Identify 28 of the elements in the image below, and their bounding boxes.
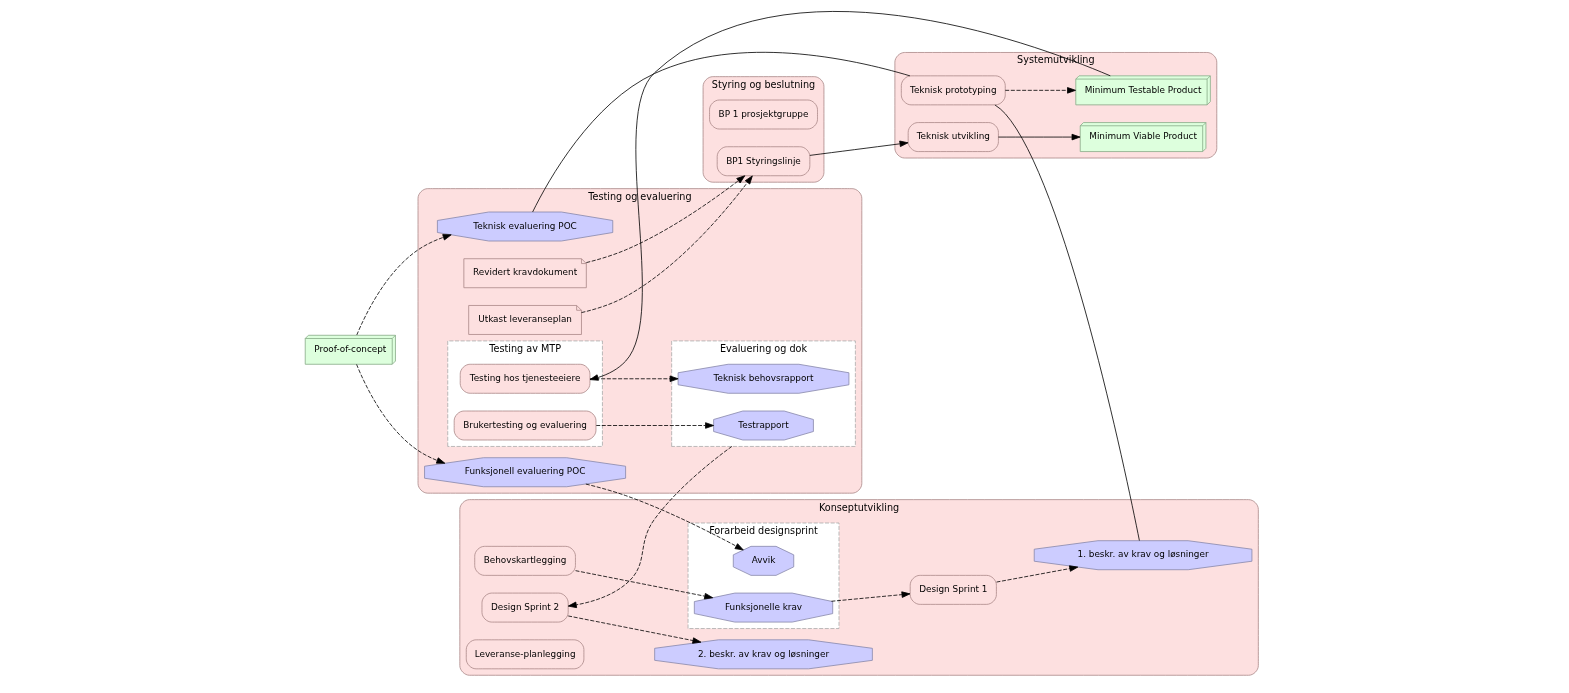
node-box: Behovskartlegging <box>473 545 576 576</box>
node-box: Design Sprint 2 <box>481 592 569 623</box>
node-box: Teknisk prototyping <box>900 75 1006 106</box>
node-box: Leveranse-planlegging <box>465 639 584 670</box>
connector <box>994 104 1140 541</box>
arrow <box>567 615 701 644</box>
node-box: Design Sprint 1 <box>909 574 997 605</box>
arrow <box>995 565 1078 583</box>
arrow <box>567 446 732 609</box>
arrow <box>808 140 908 156</box>
arrow <box>574 570 713 600</box>
arrow <box>830 591 910 602</box>
arrow <box>355 364 445 464</box>
connector <box>531 51 910 213</box>
arrow <box>589 375 678 382</box>
arrow <box>595 422 714 429</box>
node-box: Brukertesting og evaluering <box>453 410 596 441</box>
arrow <box>585 175 745 263</box>
node-box: Teknisk utvikling <box>907 122 999 152</box>
node-box: Testing hos tjenesteeiere <box>459 363 590 394</box>
arrow <box>1004 87 1076 94</box>
node-box: BP1 Styringslinje <box>716 146 810 177</box>
arrow <box>584 483 744 551</box>
arrow <box>355 234 452 336</box>
arrow <box>997 133 1080 141</box>
node-box: BP 1 prosjektgruppe <box>708 99 818 130</box>
arrow <box>580 175 753 313</box>
arrow <box>589 11 1111 381</box>
